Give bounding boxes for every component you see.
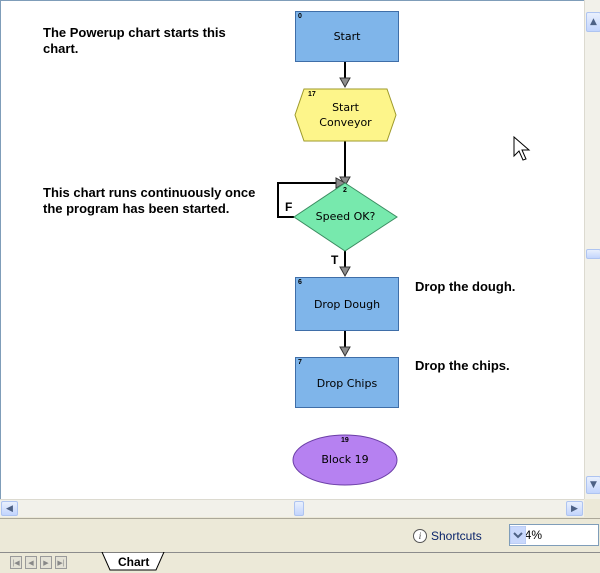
shortcuts-link[interactable]: i Shortcuts xyxy=(413,529,482,543)
false-branch-label: F xyxy=(285,200,293,214)
scroll-up-button[interactable]: ▲ xyxy=(586,12,600,32)
block-number: 19 xyxy=(341,437,349,444)
tab-chart-label[interactable]: Chart xyxy=(118,555,150,569)
start-block[interactable]: 0 Start xyxy=(295,11,399,62)
block-19-label: Block 19 xyxy=(321,453,369,466)
drop-chips-block[interactable]: 7 Drop Chips xyxy=(295,357,399,408)
block-number: 7 xyxy=(298,359,302,366)
drop-dough-label: Drop Dough xyxy=(313,298,381,311)
arrowhead xyxy=(339,266,351,278)
speed-ok-label: Speed OK? xyxy=(315,210,376,223)
scrollbar-corner xyxy=(584,499,600,516)
vertical-scrollbar[interactable]: ▲ ▼ xyxy=(584,0,600,499)
info-icon: i xyxy=(413,529,427,543)
zoom-select[interactable]: 84% xyxy=(509,524,599,546)
runs-continuously-annotation: This chart runs continuously once the pr… xyxy=(43,185,256,216)
drop-chips-label: Drop Chips xyxy=(316,377,378,390)
horizontal-scroll-thumb[interactable] xyxy=(294,501,304,516)
drop-dough-block[interactable]: 6 Drop Dough xyxy=(295,277,399,331)
tab-chart[interactable]: Chart xyxy=(110,552,160,570)
drop-dough-annotation: Drop the dough. xyxy=(415,279,516,294)
connector-lines xyxy=(277,62,398,486)
scroll-right-button[interactable]: ▶ xyxy=(566,501,583,516)
start-block-label: Start xyxy=(333,30,361,43)
chart-tab-shape xyxy=(101,552,165,571)
speed-ok-diamond-shape[interactable] xyxy=(293,182,398,252)
sheet-tab-bar xyxy=(0,552,600,573)
block-number: 2 xyxy=(343,187,347,194)
vertical-scroll-thumb[interactable] xyxy=(586,249,600,259)
block-number: 17 xyxy=(308,91,316,98)
arrowhead xyxy=(339,346,351,358)
status-bar xyxy=(0,518,600,553)
flowchart-canvas[interactable]: The Powerup chart starts this chart. Thi… xyxy=(0,0,584,500)
arrowhead xyxy=(339,77,351,89)
true-branch-label: T xyxy=(331,253,339,267)
shortcuts-label[interactable]: Shortcuts xyxy=(431,529,482,543)
start-conveyor-hex-shape[interactable] xyxy=(294,88,397,142)
horizontal-scrollbar[interactable]: ◀ ▶ xyxy=(0,499,584,517)
block-number: 0 xyxy=(298,13,302,20)
scroll-down-button[interactable]: ▼ xyxy=(586,476,600,494)
nav-prev-icon[interactable]: ◀ xyxy=(25,556,37,569)
block-number: 6 xyxy=(298,279,302,286)
nav-first-icon[interactable]: |◀ xyxy=(10,556,22,569)
scroll-left-button[interactable]: ◀ xyxy=(1,501,18,516)
drop-chips-annotation: Drop the chips. xyxy=(415,358,510,373)
dropdown-arrow-icon[interactable] xyxy=(510,526,526,544)
powerup-annotation: The Powerup chart starts this chart. xyxy=(43,25,226,56)
start-conveyor-label-line1: Start xyxy=(332,101,359,114)
block-19-oval-shape[interactable] xyxy=(292,434,398,486)
start-conveyor-label-line2: Conveyor xyxy=(319,116,372,129)
nav-next-icon[interactable]: ▶ xyxy=(40,556,52,569)
nav-last-icon[interactable]: ▶| xyxy=(55,556,67,569)
